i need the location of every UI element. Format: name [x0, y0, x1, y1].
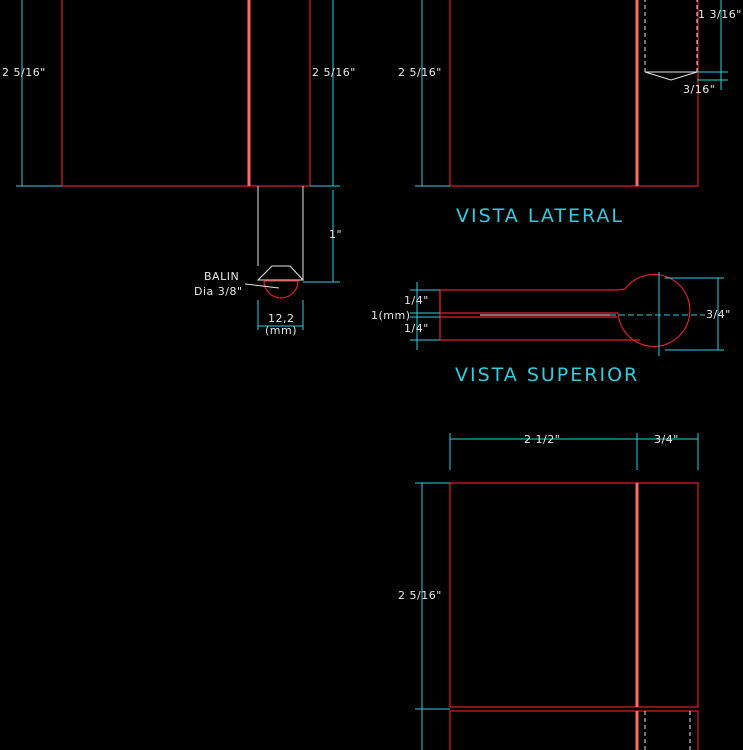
top-view: 1/4" 1(mm) 1/4" 3/4" VISTA SUPERIOR — [371, 272, 731, 386]
side-hole-depth-label: 1 3/16" — [698, 8, 742, 21]
front-height-right-label: 2 5/16" — [312, 66, 356, 79]
side-view-block — [449, 0, 699, 187]
front-pin-width-unit: (mm) — [265, 324, 297, 337]
bottom-width-side-label: 3/4" — [654, 433, 679, 446]
title-vista-superior: VISTA SUPERIOR — [455, 364, 639, 386]
top-view-upper-arm — [439, 273, 691, 348]
front-view: 2 5/16" 2 5/16" 1" BALIN Dia 3/8" 12,2 (… — [2, 0, 356, 337]
side-height-label: 2 5/16" — [398, 66, 442, 79]
bottom-view-lower-block — [449, 710, 699, 750]
front-ball-label: BALIN — [204, 270, 239, 283]
bottom-view-block — [449, 482, 699, 708]
side-tip-label: 3/16" — [683, 83, 715, 96]
front-ball-leader — [244, 283, 280, 289]
top-upper-label: 1/4" — [404, 294, 429, 307]
title-vista-lateral: VISTA LATERAL — [456, 205, 624, 227]
front-ball — [263, 280, 299, 299]
side-hole-tip — [644, 71, 698, 81]
front-ball-dia-label: Dia 3/8" — [194, 285, 243, 298]
bottom-view: 2 1/2" 3/4" 2 5/16" — [398, 433, 699, 750]
front-height-left-label: 2 5/16" — [2, 66, 46, 79]
bottom-height-label: 2 5/16" — [398, 589, 442, 602]
side-view: 2 5/16" 1 3/16" 3/16" VISTA LATERAL — [398, 0, 742, 227]
front-pin-width-value: 12,2 — [268, 312, 295, 325]
bottom-width-main-label: 2 1/2" — [524, 433, 560, 446]
front-ball-housing — [256, 265, 305, 281]
top-diameter-label: 3/4" — [706, 308, 731, 321]
front-pin-length-label: 1" — [329, 228, 342, 241]
top-lower-label: 1/4" — [404, 322, 429, 335]
top-gap-label: 1(mm) — [371, 309, 411, 322]
front-view-block — [61, 0, 311, 187]
